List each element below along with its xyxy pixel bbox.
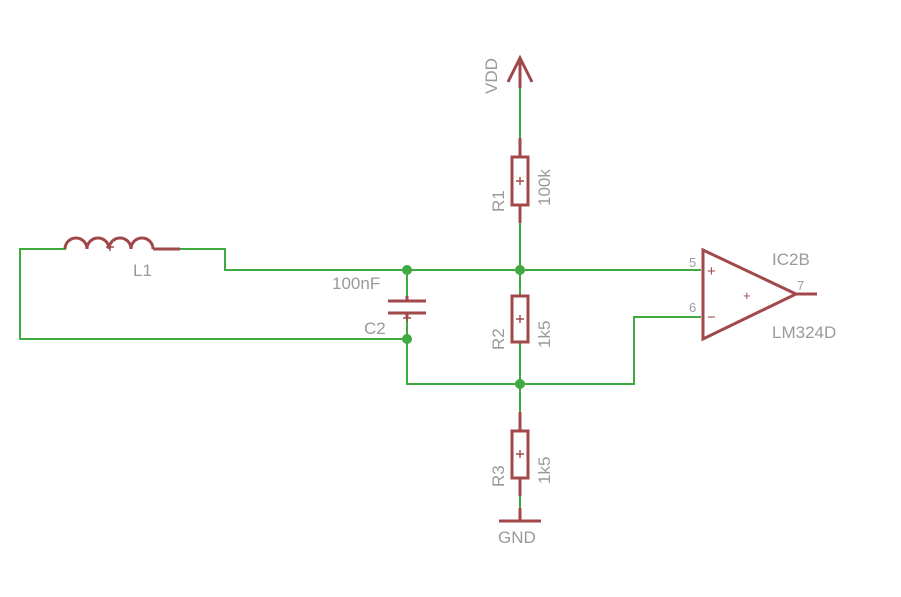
- resistor-r3: R3 1k5: [489, 412, 554, 496]
- opamp-pin-noninv: 5: [689, 255, 696, 270]
- capacitor-c2-plates-icon: [388, 299, 426, 315]
- wire-c2-bottom: [406, 316, 701, 385]
- opamp-plus-sign: +: [707, 263, 716, 280]
- inductor-l1-origin-mark: [106, 243, 114, 251]
- junction-r2-r3: [515, 379, 525, 389]
- resistor-r2-origin-mark: [516, 315, 524, 323]
- opamp-center-mark: +: [743, 288, 751, 303]
- gnd-bar-icon: [499, 508, 541, 523]
- resistor-r1: R1 100k: [489, 138, 554, 223]
- inductor-l1-coil-icon: [63, 236, 180, 251]
- vdd-arrow-icon: [506, 54, 534, 88]
- resistor-r1-value: 100k: [535, 169, 554, 206]
- capacitor-c2-origin-mark: [403, 314, 411, 322]
- vdd-supply: VDD: [482, 54, 534, 94]
- wire-top-net: [179, 248, 701, 271]
- wire-l1-loop: [19, 248, 408, 340]
- capacitor-c2-value: 100nF: [332, 274, 380, 293]
- opamp-minus-sign: −: [707, 309, 716, 326]
- inductor-l1-name: L1: [133, 261, 152, 280]
- opamp-ic2b: + − + 5 6 7 IC2B LM324D: [689, 247, 836, 342]
- opamp-pin-inv: 6: [689, 300, 696, 315]
- junction-c2-bottom: [402, 334, 412, 344]
- resistor-r3-origin-mark: [516, 450, 524, 458]
- junction-c2-top: [402, 265, 412, 275]
- wires: [19, 87, 701, 521]
- inductor-l1: L1: [63, 236, 180, 280]
- opamp-name: IC2B: [772, 250, 810, 269]
- capacitor-c2: 100nF C2: [332, 274, 426, 338]
- capacitor-c2-name: C2: [364, 319, 386, 338]
- junction-r1-r2: [515, 265, 525, 275]
- opamp-pin-out: 7: [797, 278, 804, 293]
- opamp-part: LM324D: [772, 323, 836, 342]
- resistor-r2: R2 1k5: [489, 294, 554, 350]
- vdd-label: VDD: [482, 58, 501, 94]
- junctions: [402, 265, 525, 389]
- opamp-triangle-icon: [701, 247, 800, 342]
- resistor-r2-name: R2: [489, 328, 508, 350]
- resistor-r1-name: R1: [489, 190, 508, 212]
- resistor-r3-value: 1k5: [535, 457, 554, 484]
- gnd-label: GND: [498, 528, 536, 547]
- resistor-r3-name: R3: [489, 465, 508, 487]
- resistor-r1-origin-mark: [516, 177, 524, 185]
- resistor-r2-body: [510, 294, 530, 344]
- resistor-r2-value: 1k5: [535, 321, 554, 348]
- gnd-supply: GND: [498, 508, 541, 547]
